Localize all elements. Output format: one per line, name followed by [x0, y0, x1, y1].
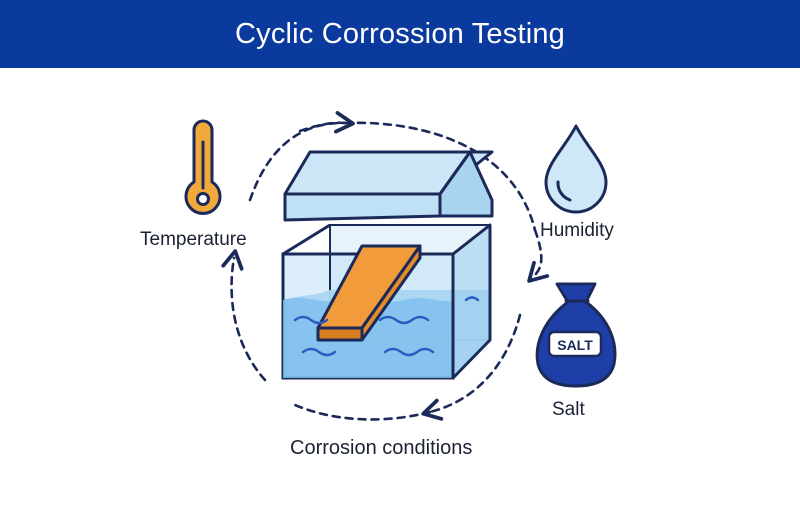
humidity-label: Humidity [540, 220, 614, 241]
cycle-arc-bottom [293, 403, 432, 421]
diagram-area: SALT Temperature Humidity Salt Corrosion… [0, 68, 800, 500]
cycle-arc-right-top [343, 121, 537, 232]
thermometer-icon [184, 119, 222, 215]
cycle-arc-bottom-right [421, 313, 522, 421]
water-drop-icon [544, 124, 608, 214]
salt-bag-label: SALT [557, 337, 593, 353]
cycle-ring [221, 111, 550, 421]
cycle-arc-top-arrow [298, 111, 355, 134]
cycle-arc-left [221, 249, 267, 382]
salt-bag-icon [535, 282, 617, 388]
corrosion-conditions-label: Corrosion conditions [290, 437, 473, 459]
cycle-arc-right [527, 228, 550, 283]
header-bar: Cyclic Corrossion Testing [0, 0, 800, 68]
diagram-canvas: SALT [184, 111, 617, 421]
test-chamber-icon [281, 150, 494, 380]
temperature-label: Temperature [140, 229, 247, 250]
page-title: Cyclic Corrossion Testing [234, 17, 566, 50]
salt-label: Salt [552, 399, 585, 420]
